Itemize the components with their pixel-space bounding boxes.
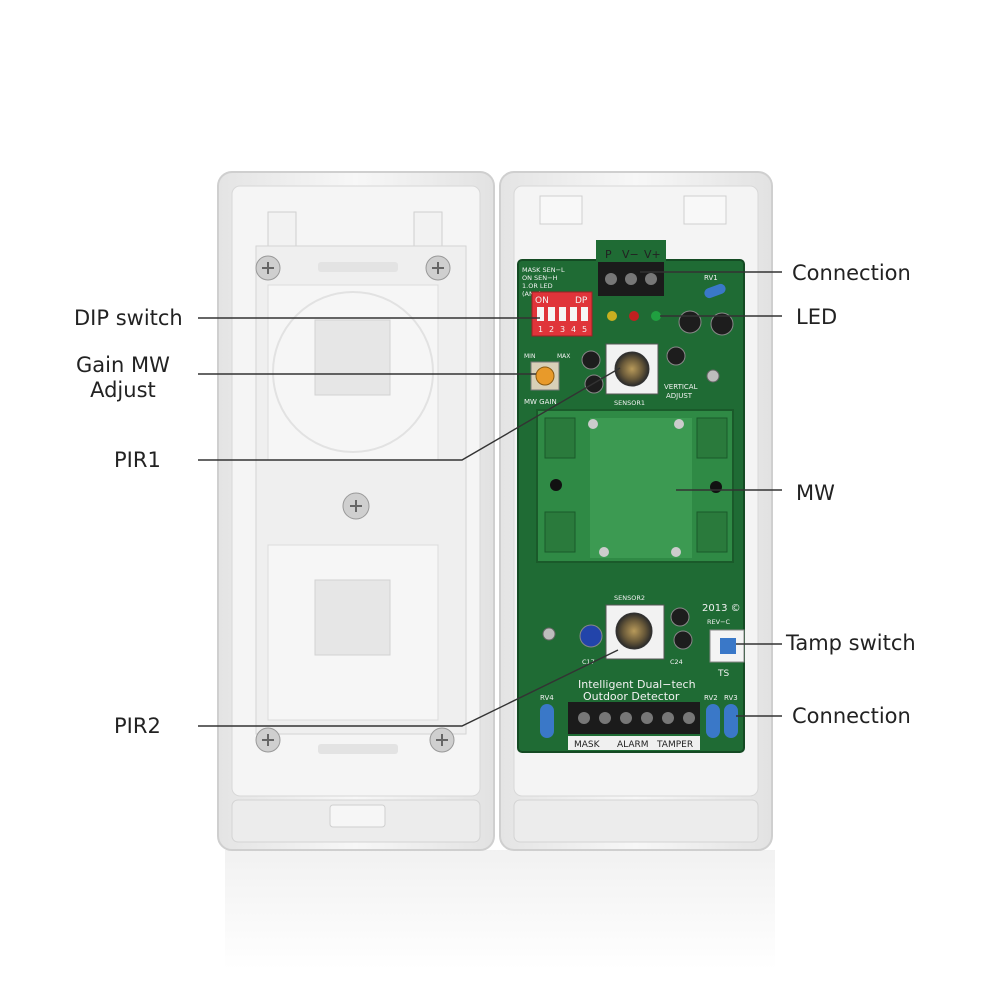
- ts-label: TS: [717, 669, 729, 679]
- callout-connection-bottom: Connection: [792, 704, 911, 728]
- left-cover: [217, 171, 495, 851]
- c24-label: C24: [670, 658, 683, 666]
- dip-number-label: 4: [571, 325, 576, 334]
- floor-reflection: [225, 850, 775, 970]
- leader-pir2: [198, 649, 619, 727]
- leader-pir1: [198, 367, 621, 461]
- terminal-top-label: P: [605, 248, 612, 261]
- callout-connection-top: Connection: [792, 261, 911, 285]
- product-name-line1: Intelligent Dual−tech: [578, 678, 696, 691]
- callout-dip-switch: DIP switch: [74, 306, 183, 330]
- product-name-line2: Outdoor Detector: [583, 690, 680, 703]
- rv1-label: RV1: [704, 274, 718, 282]
- mw-gain-label: MW GAIN: [524, 398, 557, 406]
- callout-pir2: PIR2: [114, 714, 161, 738]
- vertical-adjust-label: VERTICAL: [664, 383, 698, 391]
- main-pcb: P V− V+ MASK SEN−L ON SEN−H 1.OR LED (AN…: [517, 240, 745, 753]
- dip-number-label: 2: [549, 325, 554, 334]
- mw-gain-potentiometer: MW GAIN MIN MAX: [524, 353, 570, 406]
- bottom-terminal-label: TAMPER: [656, 740, 693, 750]
- mask-legend-line: ON SEN−H: [522, 274, 558, 282]
- callout-led: LED: [796, 305, 838, 329]
- callout-pir1: PIR1: [114, 448, 161, 472]
- pir2-sensor: SENSOR2: [605, 594, 665, 660]
- sensor2-label: SENSOR2: [614, 594, 645, 602]
- led-indicators: [607, 311, 661, 321]
- screw-icon: [425, 255, 451, 281]
- screw-icon: [429, 727, 455, 753]
- max-label: MAX: [557, 353, 570, 360]
- rv4-label: RV4: [540, 694, 554, 702]
- tamper-switch: TS: [709, 629, 745, 679]
- pir1-sensor: SENSOR1: [605, 343, 659, 407]
- dip-on-label: ON: [535, 296, 549, 306]
- pir2-window: [314, 579, 391, 656]
- year-label: 2013 ©: [702, 603, 741, 614]
- callout-gain-mw-line2: Adjust: [90, 377, 156, 402]
- screw-icon: [255, 727, 281, 753]
- dip-number-label: 3: [560, 325, 565, 334]
- bottom-terminal-block: MASK ALARM TAMPER: [568, 702, 700, 750]
- terminal-top-label: V+: [644, 248, 661, 261]
- min-label: MIN: [524, 353, 535, 360]
- mask-legend-line: MASK SEN−L: [522, 266, 565, 274]
- bottom-terminal-label: ALARM: [617, 740, 649, 750]
- rv2-label: RV2: [704, 694, 718, 702]
- rv3-label: RV3: [724, 694, 738, 702]
- sensor1-label: SENSOR1: [614, 399, 645, 407]
- vertical-adjust-label: ADJUST: [666, 392, 693, 400]
- dip-number-label: 5: [582, 325, 587, 334]
- terminal-top-label: V−: [622, 248, 639, 261]
- callout-gain-mw-line1: Gain MW: [76, 353, 170, 377]
- bottom-terminal-label: MASK: [574, 740, 601, 750]
- top-terminal-block: P V− V+: [598, 248, 664, 296]
- dip-number-label: 1: [538, 325, 543, 334]
- revision-label: REV−C: [707, 618, 731, 626]
- callout-tamp-switch: Tamp switch: [786, 631, 916, 655]
- mw-module: [536, 409, 734, 579]
- screw-icon: [255, 255, 281, 281]
- c17-label: C17: [582, 658, 595, 666]
- dip-dp-label: DP: [575, 296, 588, 306]
- pir1-window: [314, 319, 391, 396]
- screw-icon: [342, 492, 370, 520]
- callout-mw: MW: [796, 481, 835, 505]
- leader-lines: [198, 271, 782, 727]
- mask-legend-line: 1.OR LED: [522, 282, 553, 290]
- callout-gain-mw-adjust: Gain MW Adjust: [76, 353, 170, 403]
